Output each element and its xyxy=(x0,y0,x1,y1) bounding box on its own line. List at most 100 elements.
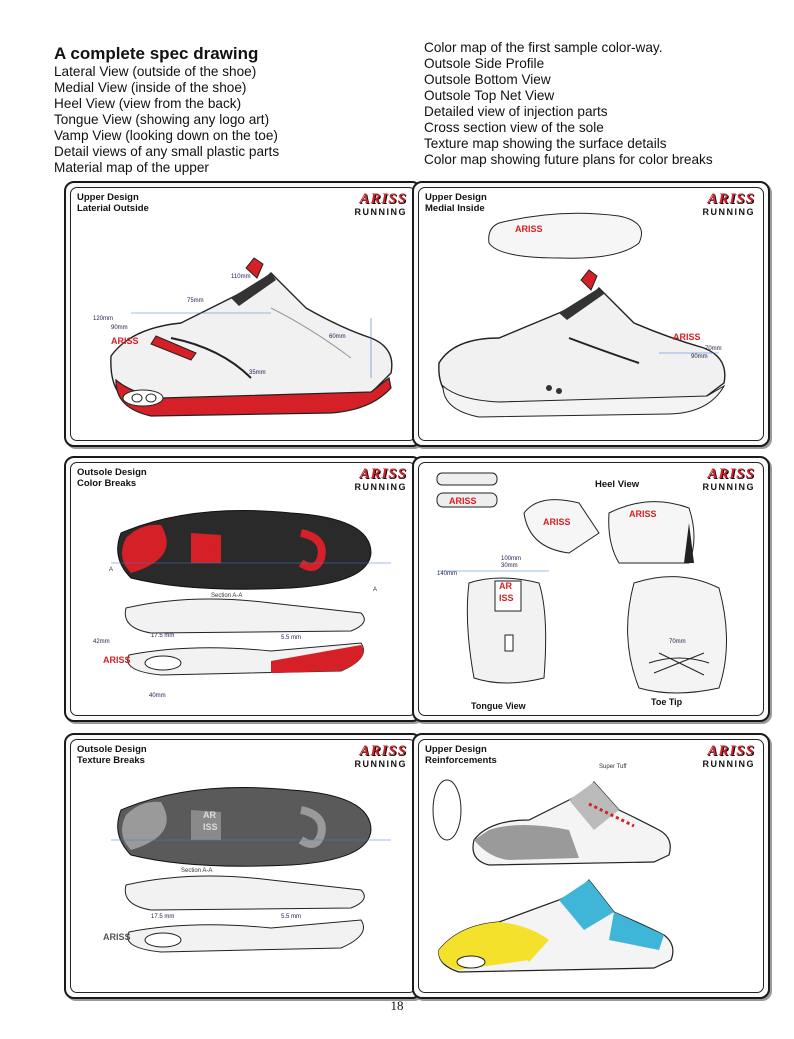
list-item: Medial View (inside of the shoe) xyxy=(54,80,247,95)
brand-mark: ARISS xyxy=(707,191,755,207)
outsole-texture-illustration xyxy=(111,787,391,953)
list-item: Color map showing future plans for color… xyxy=(424,152,713,167)
medial-shoe-illustration xyxy=(438,212,726,418)
brand-mark-on-shoe: ARISS xyxy=(111,336,139,346)
brand-mark-on-heel: ARISS xyxy=(543,517,571,527)
dimension-label: 110mm xyxy=(231,274,251,280)
tongue-mark-bottom: ISS xyxy=(203,822,218,832)
list-item: Outsole Top Net View xyxy=(424,88,555,103)
dimension-label: 35mm xyxy=(249,370,266,376)
panel-title: Upper Design Laterial Outside xyxy=(77,192,149,214)
section-label: Section A-A xyxy=(211,593,243,599)
tongue-mark-top: AR xyxy=(203,533,216,543)
list-item: Tongue View (showing any logo art) xyxy=(54,112,270,127)
list-item: Outsole Bottom View xyxy=(424,72,551,87)
list-item: Cross section view of the sole xyxy=(424,120,604,135)
list-item: Vamp View (looking down on the toe) xyxy=(54,128,278,143)
dimension-label: 120mm xyxy=(93,316,114,322)
dimension-label: 70mm xyxy=(669,639,686,645)
brand-logo: ARISS RUNNING xyxy=(702,466,756,493)
toe-tip-label: Toe Tip xyxy=(651,697,683,707)
callout-label: Super Tuff xyxy=(599,764,627,770)
dimension-label: 70mm xyxy=(705,346,722,352)
brand-mark-on-insole: ARISS xyxy=(515,224,543,234)
list-item: Color map of the first sample color-way. xyxy=(424,40,663,55)
panel-frame: Heel View ARISS RUNNING ARISS ARISS ARIS… xyxy=(418,462,764,716)
dimension-label: 60mm xyxy=(329,334,346,340)
dimension-label: 42mm xyxy=(93,639,110,645)
tongue-mark-top: AR xyxy=(203,810,216,820)
brand-mark-on-heel: ARISS xyxy=(629,509,657,519)
panel-title: Outsole Design Color Breaks xyxy=(77,467,147,489)
dimension-label: 100mm xyxy=(501,556,522,562)
brand-mark-on-label: ARISS xyxy=(449,496,477,506)
dimension-label: 17.5 mm xyxy=(151,914,175,920)
dimension-label: 30mm xyxy=(501,563,518,569)
brand-logo: ARISS RUNNING xyxy=(354,466,408,493)
list-item: Heel View (view from the back) xyxy=(54,96,242,111)
list-item: Lateral View (outside of the shoe) xyxy=(54,64,257,79)
panel-reinforcements: Upper Design Reinforcements ARISS RUNNIN… xyxy=(412,733,770,999)
list-item: Outsole Side Profile xyxy=(424,56,545,71)
dimension-label: 17.5 mm xyxy=(151,633,175,639)
brand-sub: RUNNING xyxy=(354,759,407,769)
brand-logo: ARISS RUNNING xyxy=(702,191,756,218)
list-item: Detail views of any small plastic parts xyxy=(54,144,280,159)
brand-mark-on-shoe: ARISS xyxy=(103,932,131,942)
panel-outsole-texture-breaks: Outsole Design Texture Breaks ARISS RUNN… xyxy=(64,733,422,999)
panel-frame: Upper Design Medial Inside ARISS RUNNING… xyxy=(418,187,764,441)
brand-logo: ARISS RUNNING xyxy=(702,743,756,770)
brand-mark-on-shoe: ARISS xyxy=(673,332,701,342)
left-spec-list: Lateral View (outside of the shoe) Media… xyxy=(54,64,279,176)
brand-mark: ARISS xyxy=(707,466,755,482)
lateral-shoe-illustration xyxy=(110,257,393,417)
panel-medial-inside: Upper Design Medial Inside ARISS RUNNING… xyxy=(412,181,770,447)
brand-sub: RUNNING xyxy=(702,482,755,492)
panel-frame: Upper Design Reinforcements ARISS RUNNIN… xyxy=(418,739,764,993)
panel-title: Upper Design Reinforcements xyxy=(425,744,497,766)
tongue-mark-bottom: ISS xyxy=(499,593,514,603)
brand-sub: RUNNING xyxy=(702,759,755,769)
tongue-mark-bottom: ISS xyxy=(203,545,218,555)
dimension-label: 90mm xyxy=(691,354,708,360)
reinforcements-illustration xyxy=(432,779,674,973)
brand-mark: ARISS xyxy=(359,466,407,482)
panel-title: Outsole Design Texture Breaks xyxy=(77,744,147,766)
brand-mark: ARISS xyxy=(359,743,407,759)
dimension-label: 5.5 mm xyxy=(281,635,302,641)
panel-heel-tongue-toe: Heel View ARISS RUNNING ARISS ARISS ARIS… xyxy=(412,456,770,722)
page-heading: A complete spec drawing xyxy=(54,44,259,63)
panel-frame: Upper Design Laterial Outside ARISS RUNN… xyxy=(70,187,416,441)
tongue-mark-top: AR xyxy=(499,581,512,591)
panel-outsole-color-breaks: Outsole Design Color Breaks ARISS RUNNIN… xyxy=(64,456,422,722)
panel-title: Upper Design Medial Inside xyxy=(425,192,487,214)
brand-sub: RUNNING xyxy=(354,207,407,217)
list-item: Material map of the upper xyxy=(54,160,209,175)
brand-mark-on-shoe: ARISS xyxy=(103,655,131,665)
list-item: Texture map showing the surface details xyxy=(424,136,667,151)
dimension-label: 90mm xyxy=(111,325,128,331)
panel-lateral-outside: Upper Design Laterial Outside ARISS RUNN… xyxy=(64,181,422,447)
dimension-label: 140mm xyxy=(437,571,458,577)
brand-sub: RUNNING xyxy=(354,482,407,492)
panel-title: Heel View xyxy=(595,479,640,490)
brand-mark: ARISS xyxy=(359,191,407,207)
brand-logo: ARISS RUNNING xyxy=(354,191,408,218)
list-item: Detailed view of injection parts xyxy=(424,104,608,119)
page-number: 18 xyxy=(390,998,404,1013)
panel-frame: Outsole Design Color Breaks ARISS RUNNIN… xyxy=(70,462,416,716)
tongue-view-label: Tongue View xyxy=(471,701,526,711)
brand-mark: ARISS xyxy=(707,743,755,759)
brand-logo: ARISS RUNNING xyxy=(354,743,408,770)
section-mark: A xyxy=(373,587,378,593)
dimension-label: 5.5 mm xyxy=(281,914,302,920)
brand-sub: RUNNING xyxy=(702,207,755,217)
heel-tongue-toe-illustration xyxy=(436,472,727,694)
section-mark: A xyxy=(109,567,114,573)
right-spec-list: Color map of the first sample color-way.… xyxy=(424,40,713,168)
section-label: Section A-A xyxy=(181,868,213,874)
outsole-color-illustration xyxy=(111,510,391,676)
panel-frame: Outsole Design Texture Breaks ARISS RUNN… xyxy=(70,739,416,993)
dimension-label: 40mm xyxy=(149,693,166,699)
dimension-label: 75mm xyxy=(187,298,204,304)
